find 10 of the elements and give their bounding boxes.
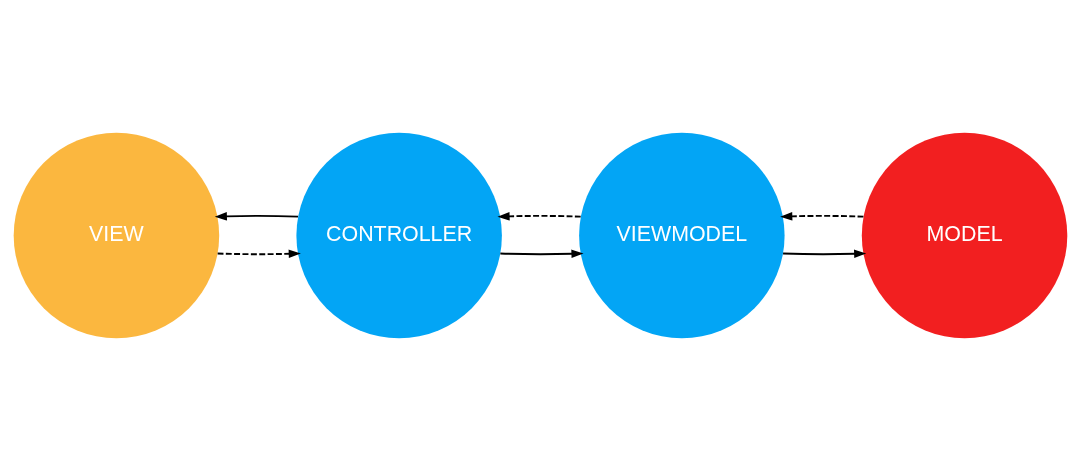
arrow <box>782 249 867 258</box>
arrow <box>216 249 301 258</box>
node-circle: VIEWMODEL <box>579 132 785 338</box>
arrow <box>214 211 299 221</box>
arrow <box>497 211 582 221</box>
node-circle: CONTROLLER <box>296 132 502 338</box>
node-circle: VIEW <box>13 132 220 338</box>
arrow <box>780 211 865 221</box>
arrow <box>499 249 584 258</box>
node-circle: MODEL <box>861 132 1068 338</box>
